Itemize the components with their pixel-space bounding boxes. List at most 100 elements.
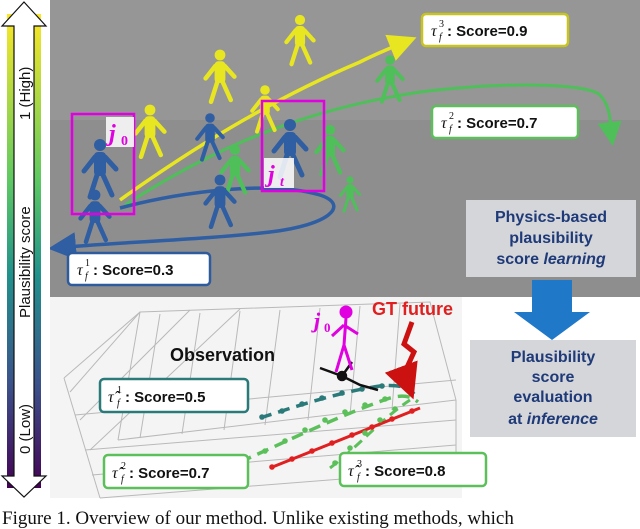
gt-future-arrow — [384, 321, 418, 400]
j0-highlight-box — [70, 112, 136, 216]
svg-text:: Score=0.8: : Score=0.8 — [365, 463, 445, 480]
svg-text:1: 1 — [85, 258, 90, 269]
svg-text:j: j — [264, 162, 275, 188]
svg-text:Physics-based: Physics-based — [495, 209, 607, 226]
svg-text:j: j — [105, 121, 116, 147]
svg-text:3: 3 — [439, 19, 444, 30]
svg-text:: Score=0.3: : Score=0.3 — [93, 262, 173, 279]
svg-text:: Score=0.7: : Score=0.7 — [129, 465, 209, 482]
svg-text:2: 2 — [121, 461, 126, 472]
humanoid-figure — [78, 189, 112, 245]
plot-trajectory-point — [369, 424, 375, 430]
plot-j0-label: j 0 — [311, 308, 331, 335]
humanoid-figure — [81, 139, 119, 200]
trajectory-yellow — [118, 34, 417, 202]
inference-box: Plausibility score evaluation at inferen… — [470, 340, 636, 437]
svg-text:3: 3 — [357, 459, 362, 470]
svg-text:2: 2 — [449, 111, 454, 122]
colorbar-high-label: 1 (High) — [17, 67, 34, 120]
humanoid-figure — [284, 14, 316, 67]
plot-trajectory-point — [289, 456, 295, 462]
tau2-score-label: τ 2 f : Score=0.7 — [430, 104, 580, 140]
colorbar-low-label: 0 (Low) — [17, 404, 34, 454]
svg-text:f: f — [85, 271, 89, 282]
jt-highlight-box — [260, 99, 326, 193]
plot-trajectory-point — [309, 448, 315, 454]
svg-text:score: score — [532, 369, 575, 386]
humanoid-figure — [203, 49, 237, 105]
svg-text:score learning: score learning — [496, 251, 606, 268]
plot-trajectory-point — [349, 432, 355, 438]
svg-text:τ: τ — [431, 23, 438, 40]
humanoid-figure — [203, 174, 237, 230]
svg-text:at inference: at inference — [508, 411, 598, 428]
plot-trajectory-point — [322, 417, 328, 423]
plot-trajectory-point — [347, 445, 353, 451]
learning-box: Physics-based plausibility score learnin… — [466, 200, 636, 277]
plot-trajectory-point — [389, 416, 395, 422]
humanoid-figure — [314, 124, 346, 177]
plot-trajectory-point — [359, 386, 365, 392]
plot-trajectory-hat3 — [269, 406, 421, 470]
svg-text:: Score=0.7: : Score=0.7 — [457, 115, 537, 132]
humanoid-figure — [195, 113, 225, 162]
svg-text:t: t — [280, 175, 285, 190]
plot-trajectory-point — [262, 448, 268, 454]
plot-trajectory-point — [302, 427, 308, 433]
svg-text:f: f — [117, 398, 121, 409]
plot-trajectory-point — [339, 390, 345, 396]
hat1-score-label: τ̂ 1 f : Score=0.5 — [98, 377, 250, 414]
plot-trajectory-point — [362, 402, 368, 408]
jt-label: j t — [264, 158, 294, 190]
learning-to-inference-arrow — [514, 280, 590, 340]
plot-trajectory-points — [242, 383, 415, 470]
plot-trajectory-point — [409, 408, 415, 414]
humanoid-figure — [133, 104, 167, 160]
plot-trajectory-point — [279, 408, 285, 414]
humanoid-figure — [271, 119, 309, 180]
humanoid-figure — [219, 144, 251, 197]
plausibility-colorbar: 1 (High) Plausibility score 0 (Low) — [0, 0, 50, 498]
plot-trajectory-point — [342, 409, 348, 415]
colorbar-title: Plausibility score — [17, 206, 34, 318]
svg-text:j: j — [311, 308, 321, 333]
svg-text:: Score=0.9: : Score=0.9 — [447, 23, 527, 40]
svg-text:0: 0 — [121, 134, 128, 149]
plot-trajectory-point — [377, 417, 383, 423]
trajectory-green — [124, 83, 622, 207]
observation-label: Observation — [170, 345, 275, 365]
humanoid-figures — [78, 14, 405, 245]
humanoid-figure — [375, 55, 405, 104]
svg-text:τ: τ — [441, 115, 448, 132]
figure-caption: Figure 1. Overview of our method. Unlike… — [2, 508, 514, 529]
plot-trajectory-point — [269, 464, 275, 470]
plot-trajectory-point — [299, 401, 305, 407]
plot-trajectory-point — [329, 440, 335, 446]
plot-trajectory-point — [392, 406, 398, 412]
hat3-score-label: τ̂ 3 f : Score=0.8 — [338, 451, 488, 488]
svg-text:0: 0 — [324, 320, 331, 335]
svg-text:Plausibility: Plausibility — [511, 349, 596, 366]
j0-label: j 0 — [105, 117, 134, 149]
svg-text:plausibility: plausibility — [509, 230, 593, 247]
gt-future-label: GT future — [372, 299, 453, 319]
plot-trajectory-point — [382, 396, 388, 402]
humanoid-figure — [338, 176, 362, 213]
svg-text:f: f — [439, 32, 443, 43]
tau1-score-label: τ 1 f : Score=0.3 — [66, 251, 212, 287]
svg-text:f: f — [357, 472, 361, 483]
svg-text:1: 1 — [117, 385, 122, 396]
plot-trajectory-point — [319, 395, 325, 401]
tau3-score-label: τ 3 f : Score=0.9 — [420, 12, 570, 48]
svg-text:τ: τ — [77, 262, 84, 279]
svg-text:: Score=0.5: : Score=0.5 — [125, 389, 205, 406]
plot-trajectory-point — [362, 430, 368, 436]
hat2-score-label: τ̂ 2 f : Score=0.7 — [102, 453, 250, 490]
plot-trajectory-point — [332, 460, 338, 466]
svg-text:f: f — [449, 124, 453, 135]
observation-skeleton — [319, 361, 379, 392]
svg-text:evaluation: evaluation — [513, 389, 592, 406]
plot-trajectory-point — [379, 383, 385, 389]
j0-skeleton-figure — [330, 305, 359, 373]
